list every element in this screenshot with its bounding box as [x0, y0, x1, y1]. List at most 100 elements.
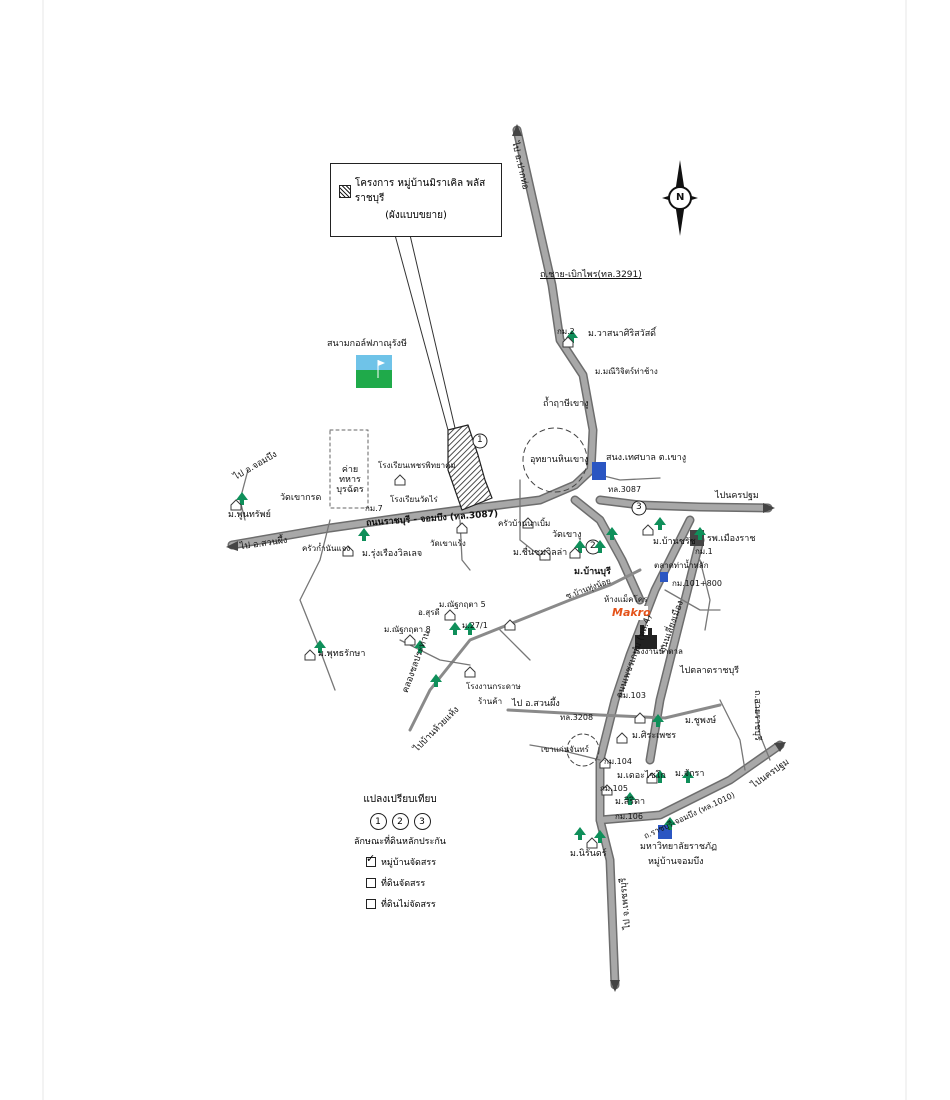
golf-course-icon	[356, 355, 392, 388]
tree-icon	[574, 827, 586, 840]
tree-icon	[314, 640, 326, 653]
place-niran: ม.นิรันดร์	[570, 849, 607, 859]
tree-icon	[430, 674, 442, 687]
place-phuttha: ม.พุทธรักษา	[318, 649, 366, 659]
tree-icon	[594, 830, 606, 843]
house-icon	[642, 524, 654, 536]
km-101: กม.101+800	[672, 579, 722, 588]
place-golf: สนามกอล์ฟภาณุรังษี	[327, 339, 407, 349]
place-wat-khao-rang: วัดเขาแร้ง	[430, 539, 466, 548]
place-talad: ตลาดท่าน้ำหลัก	[654, 561, 709, 570]
place-khrua-kamnan: ครัวก๋ำนันแจง	[302, 544, 351, 553]
tree-icon	[464, 622, 476, 635]
tree-icon	[694, 527, 706, 540]
house-icon	[634, 712, 646, 724]
map-legend: แปลงเปรียบเทียบ 1 2 3 ลักษณะที่ดินหลักปร…	[340, 792, 460, 911]
km-1: กม.1	[695, 547, 713, 556]
place-poonsap: ม.พูนทรัพย์	[228, 510, 271, 520]
house-icon	[394, 474, 406, 486]
checked-box-icon	[366, 852, 376, 867]
house-icon	[646, 772, 658, 784]
house-icon	[569, 547, 581, 559]
house-icon	[522, 517, 534, 529]
place-baan-buri: ม.บ้านบุรี	[574, 567, 611, 577]
road-label-3291: ถ.ชาย-เบิกไพร(ทล.3291)	[540, 270, 642, 280]
tree-icon	[566, 330, 578, 343]
place-army: ค่ายทหาร บุรฉัตร	[336, 465, 364, 495]
tree-icon	[652, 714, 664, 727]
place-chakra: ม.จักรา	[675, 769, 705, 779]
place-manee: ม.มณีวิจิตร์ท่าช้าง	[595, 367, 658, 376]
place-nat-5: ม.ณัฐกฤตา 5	[439, 600, 486, 609]
road-label-suanphueng-mid: ไป อ.สวนผึ้ง	[512, 699, 560, 709]
place-chombueng-village: หมู่บ้านจอมบึง	[648, 857, 704, 867]
place-khao-kaen: เขาแก่นจันทร์	[541, 745, 589, 754]
place-nat-8: ม.ณัฐกฤตา 8	[384, 625, 431, 634]
tree-icon	[654, 770, 666, 783]
tree-icon	[449, 622, 461, 635]
empty-box-icon	[366, 899, 376, 909]
scan-edge-right	[905, 0, 907, 1100]
tree-icon	[664, 817, 676, 830]
place-km7: กม.7	[365, 504, 383, 513]
road-label-talad: ไปตลาดราชบุรี	[680, 666, 740, 676]
makro-logo-icon	[610, 606, 648, 620]
house-markers	[230, 336, 658, 849]
house-icon	[456, 522, 468, 534]
place-sano: สนง.เทศบาล ต.เขางู	[606, 453, 687, 463]
legend-item-village: หมู่บ้านจัดสรร	[366, 852, 460, 869]
legend-title: แปลงเปรียบเทียบ	[363, 794, 437, 805]
house-icon	[539, 549, 551, 561]
place-chuenchom: ม.ชื่นชมวิลล่า	[513, 548, 568, 558]
km-105: กม.105	[600, 784, 628, 793]
legend-subtitle: ลักษณะที่ดินหลักประกัน	[354, 837, 446, 847]
house-icon	[304, 649, 316, 661]
project-name: โครงการ หมู่บ้านมิราเคิล พลัส ราชบุรี	[354, 178, 486, 204]
legend-item-allocated: ที่ดินจัดสรร	[366, 876, 460, 890]
place-makro: Makro	[612, 606, 651, 619]
house-icon	[464, 666, 476, 678]
legend-circle-3: 3	[413, 813, 431, 830]
legend-circle-2: 2	[391, 813, 409, 830]
km-104: กม.104	[604, 757, 632, 766]
tree-icon	[682, 770, 694, 783]
place-wat-khao-ngu: วัดเขางู	[552, 530, 582, 540]
tree-icon	[236, 492, 248, 505]
project-callout-box: โครงการ หมู่บ้านมิราเคิล พลัส ราชบุรี (ผ…	[330, 163, 502, 237]
place-seiko: ม.เดอะไซโก	[617, 771, 666, 781]
empty-box-icon	[366, 878, 376, 888]
house-icon	[404, 634, 416, 646]
house-icon	[504, 619, 516, 631]
house-icon	[616, 732, 628, 744]
place-ramtanee: โรงเรียนเพชรพิทยาคม	[378, 461, 456, 470]
marker-2: 2	[590, 541, 596, 551]
place-wat-khao-krot: วัดเขากรด	[280, 493, 322, 503]
road-label-3208: ทล.3208	[560, 713, 594, 722]
place-school: โรงเรียนวัดไร่	[390, 495, 438, 504]
marker-3: 3	[636, 502, 642, 512]
north-arrow-icon	[662, 160, 698, 236]
km-103: กม.103	[618, 691, 646, 700]
legend-item-unallocated: ที่ดินไม่จัดสรร	[366, 897, 460, 911]
factory-icon	[635, 625, 657, 649]
scan-edge-left	[42, 0, 44, 1100]
house-icon	[230, 499, 242, 511]
place-factory: โรงงานน้ำตาล	[632, 647, 683, 656]
place-m27: ม.27/1	[462, 621, 488, 630]
road-label-sai: ถ.สายราชบุรี	[752, 690, 762, 741]
place-khrua-na: ครัวบ้านนาเบิ้ม	[498, 519, 551, 528]
place-paper-factory: โรงงานกระดาษ	[466, 682, 521, 691]
marker-1: 1	[477, 435, 483, 445]
legend-circle-1: 1	[369, 813, 387, 830]
place-baan-charat: ม.บ้านชรัช	[653, 537, 696, 547]
house-icon	[562, 336, 574, 348]
tree-icon	[606, 527, 618, 540]
place-sira: ม.ศิระเพชร	[632, 731, 677, 741]
house-icon	[444, 609, 456, 621]
place-sirida: ม.สิริดา	[615, 797, 646, 807]
tree-icon	[574, 540, 586, 553]
house-icon	[586, 837, 598, 849]
place-makro-th: ห้างแม็คโคร	[604, 595, 648, 604]
north-label: N	[676, 192, 685, 203]
house-icon	[342, 545, 354, 557]
